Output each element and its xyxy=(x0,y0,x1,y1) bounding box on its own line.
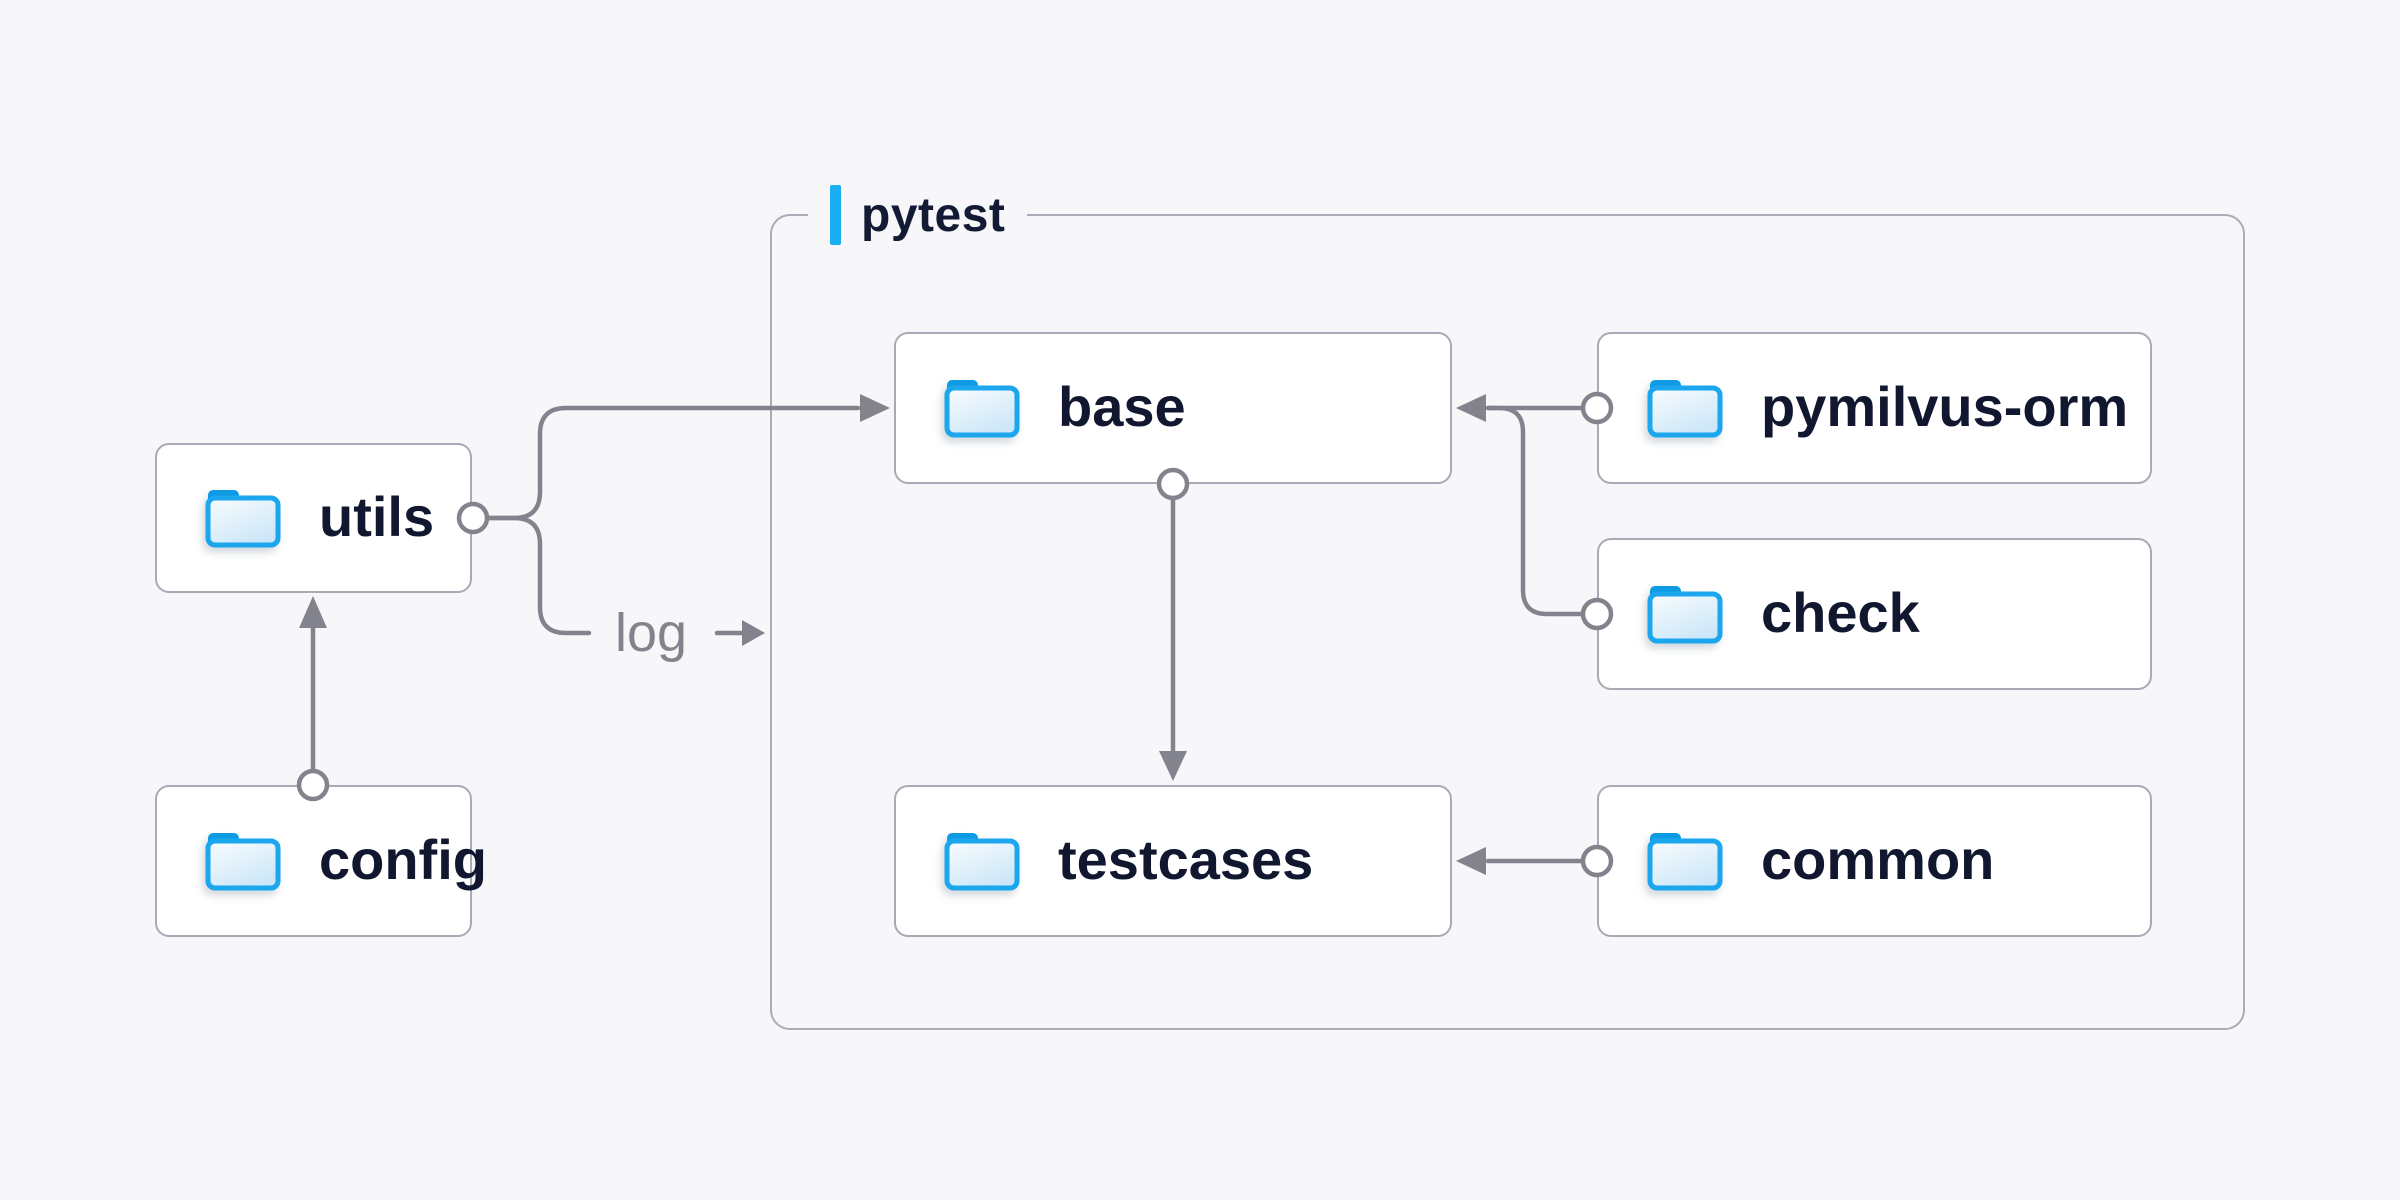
arrowhead-log xyxy=(742,620,765,646)
folder-icon xyxy=(944,377,1020,439)
pytest-group-label: pytest xyxy=(861,188,1006,242)
node-config: config xyxy=(155,785,487,937)
node-pymilvus-orm-label: pymilvus-orm xyxy=(1761,374,2129,438)
folder-icon xyxy=(205,487,281,549)
legend-accent-bar xyxy=(830,185,841,245)
folder-icon xyxy=(205,830,281,892)
folder-icon xyxy=(944,830,1020,892)
folder-icon xyxy=(1647,583,1723,645)
node-common-label: common xyxy=(1761,827,1995,891)
folder-icon xyxy=(1647,830,1723,892)
node-check: check xyxy=(1597,538,2152,690)
pytest-group-legend: pytest xyxy=(808,183,1028,247)
node-testcases-label: testcases xyxy=(1058,827,1314,891)
node-check-label: check xyxy=(1761,580,1920,644)
node-base: base xyxy=(894,332,1452,484)
node-utils: utils xyxy=(155,443,472,593)
node-utils-label: utils xyxy=(319,484,435,548)
node-testcases: testcases xyxy=(894,785,1452,937)
node-config-label: config xyxy=(319,827,487,891)
pytest-group: pytest xyxy=(770,183,2245,1030)
edge-utils-log-line xyxy=(484,515,592,636)
node-common: common xyxy=(1597,785,2152,937)
arrowhead-into-utils xyxy=(299,596,327,628)
node-pymilvus-orm: pymilvus-orm xyxy=(1597,332,2152,484)
folder-icon xyxy=(1647,377,1723,439)
edge-label-log: log xyxy=(614,603,688,663)
node-base-label: base xyxy=(1058,374,1186,438)
